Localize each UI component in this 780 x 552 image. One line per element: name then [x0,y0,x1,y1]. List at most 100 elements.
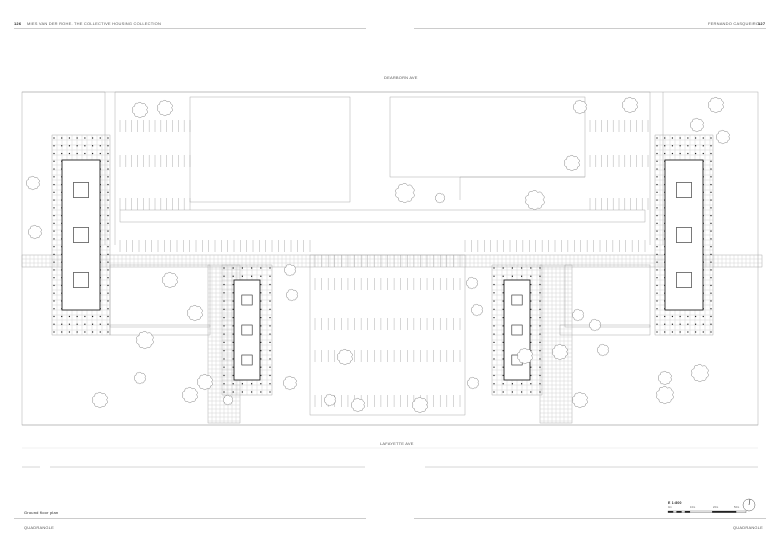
tree-canopy [134,371,146,385]
column [260,308,262,310]
column [68,152,71,155]
column [687,145,689,147]
column [61,323,63,325]
tree-icon [324,393,336,407]
tree-icon [134,371,146,385]
column [530,300,532,302]
column [694,323,697,325]
column [710,323,712,325]
column [232,275,234,277]
tree-canopy [471,303,483,317]
column [656,160,658,162]
column [539,341,541,343]
column [232,292,234,294]
column [223,283,225,286]
column [539,292,541,294]
column [61,331,63,333]
column [61,145,63,147]
tree-canopy [197,373,213,391]
tree-canopy [187,304,203,322]
tree-canopy [517,347,533,365]
column [511,275,513,277]
column [53,238,55,240]
column [260,374,262,377]
column [656,191,658,193]
tree-icon [690,117,704,133]
column [53,222,55,224]
column [710,215,712,217]
tree-canopy [286,288,298,302]
column [679,152,681,155]
column [260,300,262,302]
column [260,341,262,343]
column [269,325,271,327]
column [539,358,541,360]
column [656,199,658,201]
column [493,391,495,393]
tree-canopy [716,129,730,145]
tree-canopy [337,348,353,366]
column [521,267,523,269]
footer-rule-left [14,518,366,519]
scale-tick: 0m [668,506,672,509]
tree-icon [597,343,609,357]
tree-canopy [525,190,545,211]
tree-icon [92,391,108,409]
column [269,366,271,368]
apartment-block-outline [233,279,261,381]
column [232,366,234,368]
column [679,323,681,325]
column [493,325,495,327]
column [502,358,504,360]
column [53,137,55,139]
column [232,350,234,352]
column [502,366,504,368]
column [656,152,658,155]
apartment-block-outline [61,159,101,311]
column [530,374,532,377]
column [679,315,681,318]
column [664,137,666,139]
column [76,137,78,139]
scale-label: E 1:800 [668,501,682,505]
column [493,275,495,277]
column [679,145,681,147]
stair-core [241,294,253,306]
column [702,137,704,139]
column [502,300,504,302]
column [656,137,658,139]
column [710,269,712,271]
column [53,253,55,255]
column [539,317,541,319]
tree-canopy [28,224,42,240]
column [260,292,262,294]
column [232,317,234,319]
column [710,160,712,162]
column [99,137,101,139]
column [232,383,234,385]
column [260,317,262,319]
tree-canopy [223,394,233,406]
tree-canopy [564,154,580,172]
column [269,391,271,393]
column [68,323,71,325]
column [107,152,109,155]
column [53,331,55,333]
tree-icon [337,348,353,366]
column [710,246,712,248]
column [269,267,271,269]
column [232,333,234,335]
column [493,308,495,310]
column [53,199,55,201]
column [68,145,71,147]
column [710,168,712,170]
scale-bar-outline [667,510,747,513]
column [269,317,271,319]
column [502,275,504,277]
tree-canopy [132,101,148,119]
column [493,292,495,294]
left-page-number: 126 [14,21,22,26]
column [53,277,55,279]
section-label-right: QUADRANGLE [733,525,764,530]
column [687,315,689,318]
